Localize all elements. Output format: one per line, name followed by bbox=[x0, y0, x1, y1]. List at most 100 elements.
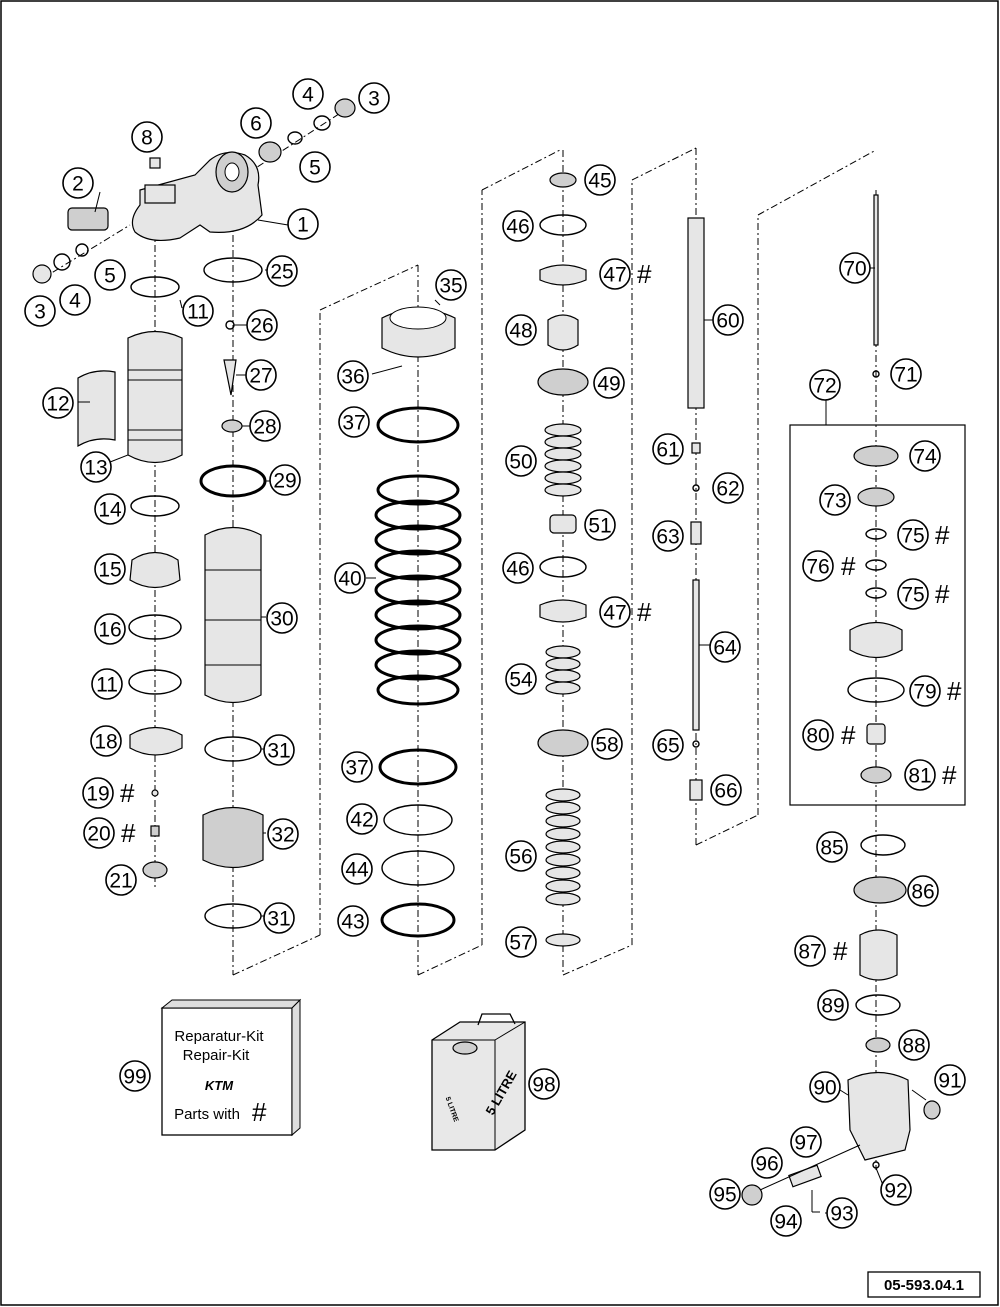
callout-label-43: 43 bbox=[341, 911, 364, 934]
callout-label-40: 40 bbox=[338, 568, 361, 591]
hash-marker-47a: # bbox=[637, 259, 652, 289]
callout-label-80: 80 bbox=[806, 725, 829, 748]
piston-58 bbox=[537, 729, 589, 757]
callout-label-2: 2 bbox=[72, 173, 84, 196]
callout-12: 12 bbox=[42, 387, 74, 419]
callout-label-28: 28 bbox=[253, 416, 276, 439]
callout-label-11b: 11 bbox=[96, 674, 118, 697]
callout-label-86: 86 bbox=[911, 881, 934, 904]
callout-93: 93 bbox=[826, 1197, 858, 1229]
hash-marker-19: # bbox=[120, 778, 135, 808]
floating-piston-15 bbox=[129, 551, 181, 589]
callout-label-42: 42 bbox=[350, 809, 373, 832]
hash-marker-75a: # bbox=[935, 520, 950, 550]
callout-label-88: 88 bbox=[902, 1035, 925, 1058]
callout-37b: 37 bbox=[341, 751, 373, 783]
callout-95: 95 bbox=[709, 1178, 741, 1210]
callout-label-91: 91 bbox=[938, 1070, 961, 1093]
callout-label-11a: 11 bbox=[187, 301, 209, 324]
callout-label-27: 27 bbox=[249, 365, 272, 388]
callout-91: 91 bbox=[934, 1064, 966, 1096]
callout-label-5b: 5 bbox=[309, 157, 321, 180]
callout-63: 63 bbox=[652, 520, 684, 552]
piston-49 bbox=[537, 368, 589, 396]
callout-40: 40 bbox=[334, 562, 366, 594]
callout-65: 65 bbox=[652, 729, 684, 761]
spring-40 bbox=[374, 474, 462, 706]
callout-label-73: 73 bbox=[823, 490, 846, 513]
callout-2: 2 bbox=[62, 167, 94, 199]
callout-98: 98 bbox=[528, 1068, 560, 1100]
callout-54: 54 bbox=[505, 663, 537, 695]
callout-71: 71 bbox=[890, 358, 922, 390]
callout-label-76: 76 bbox=[806, 556, 829, 579]
callout-label-44: 44 bbox=[345, 859, 369, 882]
callout-75b: 75 bbox=[897, 578, 929, 610]
callout-label-60: 60 bbox=[716, 310, 739, 333]
callout-48: 48 bbox=[505, 314, 537, 346]
cylinder-30 bbox=[204, 526, 262, 704]
callout-label-75b: 75 bbox=[901, 584, 924, 607]
callout-label-35: 35 bbox=[439, 275, 462, 298]
callout-label-61: 61 bbox=[656, 439, 679, 462]
callout-label-63: 63 bbox=[656, 526, 679, 549]
repair-kit: Reparatur-Kit Repair-Kit KTM Parts with … bbox=[160, 998, 302, 1137]
callout-92: 92 bbox=[880, 1174, 912, 1206]
shim-stack-54 bbox=[545, 645, 581, 695]
hash-marker-75b: # bbox=[935, 579, 950, 609]
callout-label-71: 71 bbox=[894, 364, 917, 387]
callout-60: 60 bbox=[712, 304, 744, 336]
callout-label-56: 56 bbox=[509, 846, 532, 869]
callout-label-50: 50 bbox=[509, 451, 532, 474]
callout-label-93: 93 bbox=[830, 1203, 853, 1226]
ktm-logo: KTM bbox=[205, 1078, 234, 1093]
callout-44: 44 bbox=[341, 853, 373, 885]
hash-marker-76: # bbox=[841, 551, 856, 581]
callout-label-47b: 47 bbox=[603, 602, 626, 625]
callout-62: 62 bbox=[712, 472, 744, 504]
callout-label-81: 81 bbox=[908, 765, 931, 788]
reference-number: 05-593.04.1 bbox=[884, 1277, 964, 1294]
cover-12 bbox=[77, 370, 116, 448]
callout-18: 18 bbox=[90, 725, 122, 757]
callout-73: 73 bbox=[819, 484, 851, 516]
repair-kit-hash: # bbox=[252, 1097, 267, 1127]
callout-label-99: 99 bbox=[123, 1066, 146, 1089]
hash-marker-20: # bbox=[121, 818, 136, 848]
callout-45: 45 bbox=[584, 164, 616, 196]
callout-label-12: 12 bbox=[46, 393, 69, 416]
callout-90: 90 bbox=[809, 1071, 841, 1103]
hash-marker-47b: # bbox=[637, 597, 652, 627]
callout-label-6: 6 bbox=[250, 113, 262, 136]
hash-marker-80: # bbox=[841, 720, 856, 750]
callout-46a: 46 bbox=[502, 210, 534, 242]
callout-89: 89 bbox=[817, 989, 849, 1021]
hash-markers: ########### bbox=[120, 259, 962, 966]
callout-label-51: 51 bbox=[588, 515, 611, 538]
callout-label-30: 30 bbox=[270, 608, 293, 631]
callout-label-97: 97 bbox=[794, 1132, 817, 1155]
callout-label-70: 70 bbox=[843, 258, 866, 281]
callout-85: 85 bbox=[816, 831, 848, 863]
callout-99: 99 bbox=[119, 1060, 151, 1092]
callout-label-90: 90 bbox=[813, 1077, 836, 1100]
callout-97: 97 bbox=[790, 1126, 822, 1158]
kit-72-box bbox=[789, 424, 966, 806]
callout-3b: 3 bbox=[358, 82, 390, 114]
callout-label-72: 72 bbox=[813, 375, 836, 398]
callout-label-46b: 46 bbox=[506, 558, 529, 581]
callout-61: 61 bbox=[652, 433, 684, 465]
callout-51: 51 bbox=[584, 509, 616, 541]
callout-label-65: 65 bbox=[656, 735, 679, 758]
callout-label-3b: 3 bbox=[368, 88, 380, 111]
repair-kit-line2: Repair-Kit bbox=[183, 1047, 251, 1064]
callout-29: 29 bbox=[269, 464, 301, 496]
callout-43: 43 bbox=[337, 905, 369, 937]
callout-label-32: 32 bbox=[271, 824, 294, 847]
callout-label-36: 36 bbox=[341, 366, 364, 389]
callout-1: 1 bbox=[287, 208, 319, 240]
callout-74: 74 bbox=[909, 440, 941, 472]
needle-64 bbox=[692, 579, 700, 731]
callout-label-85: 85 bbox=[820, 837, 843, 860]
cap-18 bbox=[129, 726, 183, 756]
